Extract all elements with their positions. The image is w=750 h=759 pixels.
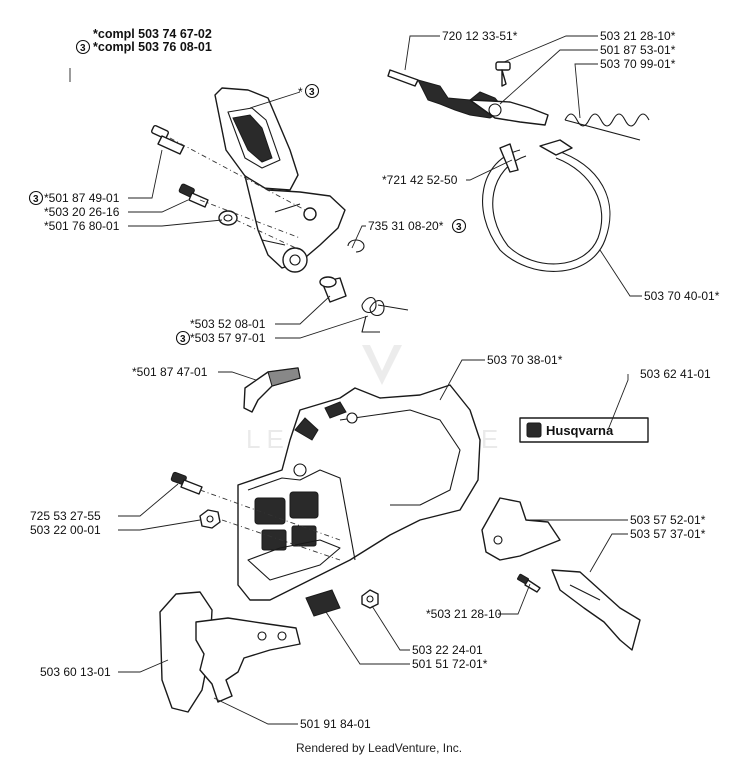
- decal-text: Husqvarna: [546, 423, 614, 438]
- part-labels: * 3 720 12 33-51* 503 21 28-10* 501 87 5…: [28, 29, 720, 731]
- brake-band-503-70-40-01: [482, 139, 611, 272]
- label-503-57-37-01: 503 57 37-01*: [630, 527, 706, 541]
- label-501-76-80-01: *501 76 80-01: [44, 219, 120, 233]
- label-503-21-28-10-star: 503 21 28-10*: [600, 29, 676, 43]
- pin-720-12-33-51: [387, 69, 419, 87]
- svg-text:3: 3: [309, 87, 315, 98]
- label-503-52-08-01: *503 52 08-01: [190, 317, 266, 331]
- label-501-87-49-01: 3 *501 87 49-01: [28, 190, 120, 206]
- svg-text:*: *: [298, 85, 303, 99]
- bushing-503-52-08-01: [319, 276, 347, 303]
- plate-501-51-72-01: [305, 589, 341, 617]
- nut-503-22-24-01: [361, 589, 379, 609]
- guard-503-57-52-01: [481, 497, 561, 561]
- spring-503-57-97-01: [361, 296, 409, 333]
- screw-503-21-28-10: [517, 573, 541, 593]
- label-503-57-97-01: 3 *503 57 97-01: [175, 330, 266, 346]
- label-721-42-52-50: *721 42 52-50: [382, 173, 458, 187]
- label-503-20-26-16: *503 20 26-16: [44, 205, 120, 219]
- clip-501-87-47-01: [243, 367, 301, 413]
- svg-text:*503 57 97-01: *503 57 97-01: [190, 331, 266, 345]
- label-501-87-53-01: 501 87 53-01*: [600, 43, 676, 57]
- label-503-22-00-01: 503 22 00-01: [30, 523, 101, 537]
- label-503-57-52-01: 503 57 52-01*: [630, 513, 706, 527]
- label-ref3-top: * 3: [298, 83, 320, 99]
- label-503-62-41-01: 503 62 41-01: [640, 367, 711, 381]
- svg-text:3: 3: [456, 222, 462, 233]
- svg-text:3: 3: [180, 334, 186, 345]
- circlip-735-31-08-20: [347, 239, 365, 253]
- brake-lever-assembly: [417, 61, 549, 126]
- label-501-91-84-01: 501 91 84-01: [300, 717, 371, 731]
- screw-725-53-27-55: [170, 471, 203, 495]
- svg-text:735 31 08-20*: 735 31 08-20*: [368, 219, 444, 233]
- screw-503-20-26-16: [178, 183, 209, 208]
- pin-721-42-52-50: [499, 143, 519, 173]
- chain-catcher-503-57-37-01: [551, 569, 641, 651]
- clutch-cover-503-70-38-01: [237, 384, 481, 601]
- leader-lines: [118, 35, 642, 725]
- label-503-70-38-01: 503 70 38-01*: [487, 353, 563, 367]
- label-503-22-24-01: 503 22 24-01: [412, 643, 483, 657]
- label-503-70-99-01: 503 70 99-01*: [600, 57, 676, 71]
- label-501-87-47-01: *501 87 47-01: [132, 365, 208, 379]
- label-720-12-33-51: 720 12 33-51*: [442, 29, 518, 43]
- watermark-logo-icon: [362, 345, 402, 385]
- svg-text:3: 3: [33, 194, 39, 205]
- decal-503-62-41-01: Husqvarna: [519, 417, 649, 443]
- footer-credit: Rendered by LeadVenture, Inc.: [296, 741, 462, 755]
- husqvarna-crown-icon: [526, 422, 542, 438]
- compl-line-2: 3 *compl 503 76 08-01: [75, 39, 212, 55]
- ref-circle: [75, 39, 91, 55]
- compl-line-1: *compl 503 74 67-02: [93, 27, 212, 41]
- label-503-60-13-01: 503 60 13-01: [40, 665, 111, 679]
- nut-503-22-00-01: [199, 509, 221, 529]
- hand-guard-part: [214, 87, 346, 273]
- spring-503-70-99-01: [564, 113, 650, 141]
- label-725-53-27-55: 725 53 27-55: [30, 509, 101, 523]
- label-503-70-40-01: 503 70 40-01*: [644, 289, 720, 303]
- bumper-spike-501-91-84-01: [195, 617, 301, 703]
- label-735-31-08-20: 735 31 08-20* 3: [368, 218, 467, 234]
- label-503-21-28-10: *503 21 28-10: [426, 607, 502, 621]
- bolt-501-87-49-01: [151, 124, 185, 155]
- label-501-51-72-01: 501 51 72-01*: [412, 657, 488, 671]
- ref-circle-number: 3: [80, 43, 86, 54]
- compl-line-2-text: *compl 503 76 08-01: [93, 40, 212, 54]
- washer-501-76-80-01: [218, 210, 238, 226]
- svg-text:*501 87 49-01: *501 87 49-01: [44, 191, 120, 205]
